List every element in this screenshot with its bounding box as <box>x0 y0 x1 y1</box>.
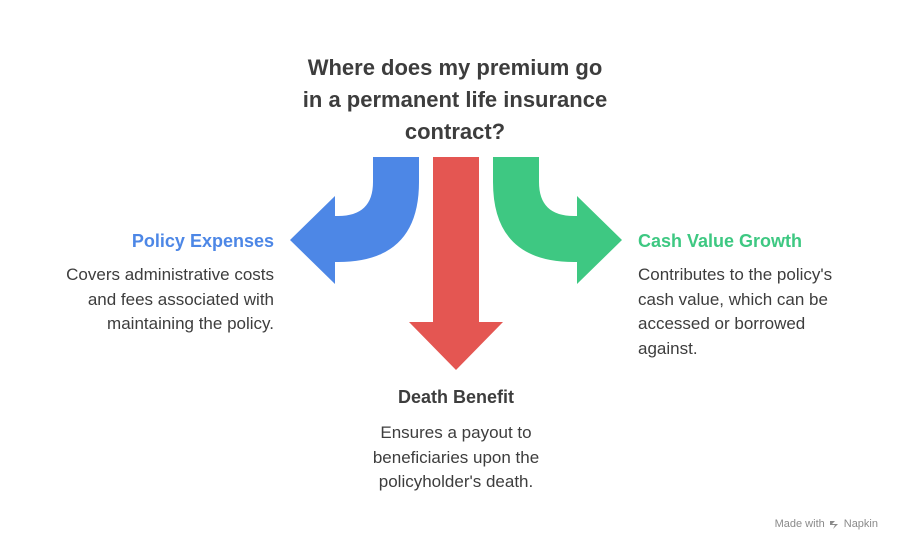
description-line: beneficiaries upon the <box>372 447 540 467</box>
description-line: accessed or borrowed <box>638 314 806 333</box>
watermark-brand: Napkin <box>843 518 878 530</box>
title-line-2: in a permanent life insurance <box>302 87 608 112</box>
watermark-prefix: Made with <box>774 518 825 530</box>
diagram-title: Where does my premium go in a permanent … <box>250 52 660 148</box>
policy-expenses-label: Policy Expenses <box>131 231 274 251</box>
napkin-logo-icon <box>829 520 838 529</box>
description-line: and fees associated with <box>87 289 274 309</box>
left-curved-arrow <box>290 157 419 284</box>
description-line: Ensures a payout to <box>380 423 532 442</box>
center-down-arrow <box>409 157 503 370</box>
cash-value-growth-description: Contributes to the policy's cash value, … <box>638 263 878 361</box>
title-line-3: contract? <box>404 119 506 144</box>
policy-expenses-description: Covers administrative costs and fees ass… <box>20 263 274 337</box>
cash-value-growth-label: Cash Value Growth <box>638 231 803 251</box>
description-line: Contributes to the policy's <box>638 265 833 284</box>
right-curved-arrow <box>493 157 622 284</box>
death-benefit-description: Ensures a payout to beneficiaries upon t… <box>320 421 592 495</box>
made-with-napkin-watermark: Made with Napkin <box>775 518 878 530</box>
description-line: maintaining the policy. <box>107 314 274 333</box>
description-line: policyholder's death. <box>378 472 534 491</box>
description-line: Covers administrative costs <box>66 265 274 284</box>
description-line: against. <box>638 338 698 358</box>
description-line: cash value, which can be <box>638 289 828 309</box>
title-line-1: Where does my premium go <box>307 55 603 80</box>
death-benefit-label: Death Benefit <box>397 387 514 407</box>
